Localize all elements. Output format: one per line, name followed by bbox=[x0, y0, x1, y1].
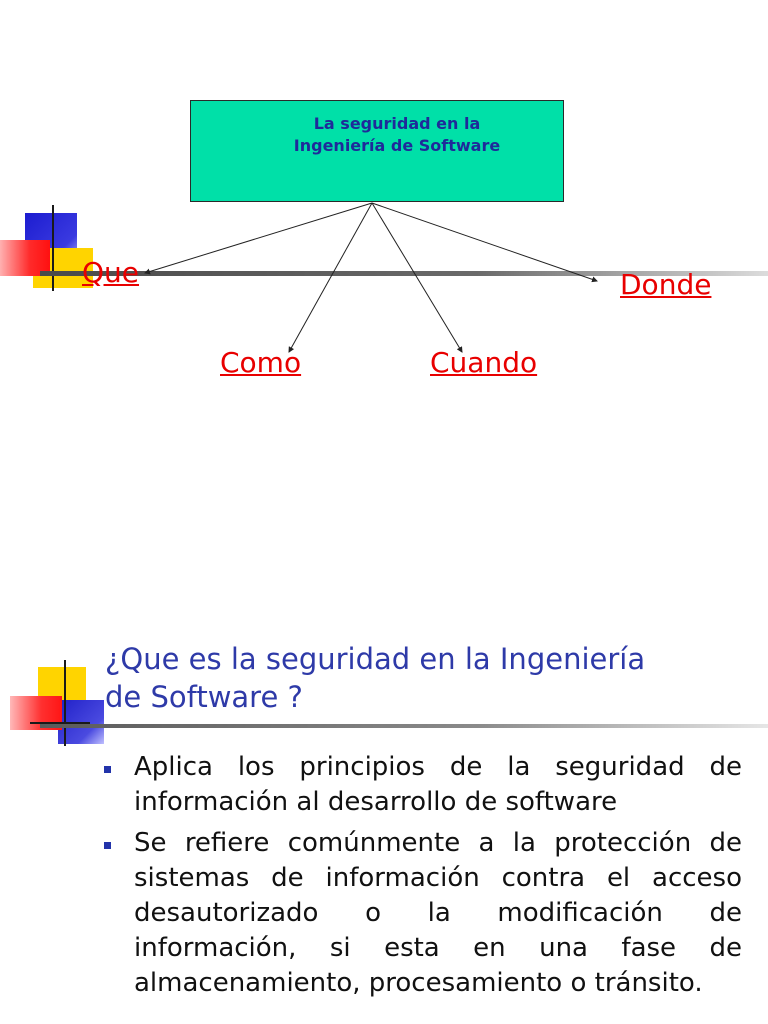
divider-line bbox=[40, 724, 768, 728]
link-cuando[interactable]: Cuando bbox=[430, 346, 538, 379]
link-que[interactable]: Que bbox=[82, 256, 140, 289]
bullet-square-icon bbox=[104, 842, 111, 849]
topic-box: La seguridad en la Ingeniería de Softwar… bbox=[190, 100, 564, 202]
divider-line bbox=[40, 271, 768, 276]
link-donde[interactable]: Donde bbox=[620, 268, 712, 301]
arrow-to-cuando bbox=[371, 202, 463, 353]
arrow-to-donde bbox=[371, 202, 598, 283]
list-item: Aplica los principios de la seguridad de… bbox=[104, 750, 742, 820]
arrow-to-como bbox=[288, 202, 373, 353]
slide-diagram: La seguridad en la Ingeniería de Softwar… bbox=[0, 100, 768, 379]
arrow-to-que bbox=[144, 202, 373, 275]
slide-heading: ¿Que es la seguridad en la Ingeniería de… bbox=[105, 642, 646, 714]
bullet-list: Aplica los principios de la seguridad de… bbox=[104, 750, 742, 1007]
topic-title: La seguridad en la Ingeniería de Softwar… bbox=[293, 114, 501, 155]
connector-arrows bbox=[144, 202, 598, 353]
link-como[interactable]: Como bbox=[220, 346, 302, 379]
list-item: Se refiere comúnmente a la protección de… bbox=[104, 826, 742, 1001]
slide-definition: ¿Que es la seguridad en la Ingeniería de… bbox=[0, 512, 768, 1024]
bullet-square-icon bbox=[104, 766, 111, 773]
